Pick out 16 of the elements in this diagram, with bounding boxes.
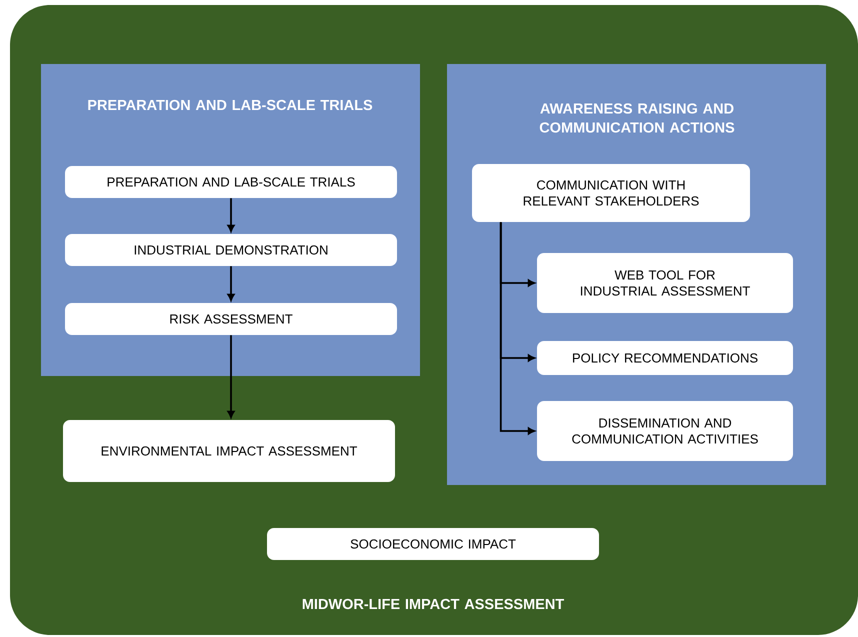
panel-heading: MIDWOR-LIFE IMPACT ASSESSMENT	[302, 598, 564, 610]
process-box: POLICY RECOMMENDATIONS	[537, 341, 793, 375]
process-box: PREPARATION AND LAB-SCALE TRIALS	[65, 166, 397, 198]
process-box: ENVIRONMENTAL IMPACT ASSESSMENT	[63, 420, 395, 482]
arrow	[227, 335, 235, 418]
arrow	[227, 266, 235, 301]
panel-heading: PREPARATION AND LAB-SCALE TRIALS	[88, 100, 372, 110]
process-box: SOCIOECONOMIC IMPACT	[267, 528, 599, 560]
arrow	[227, 198, 235, 232]
arrow	[500, 222, 535, 435]
process-box: DISSEMINATION AND COMMUNICATION ACTIVITIES	[537, 401, 793, 461]
process-box: COMMUNICATION WITH RELEVANT STAKEHOLDERS	[472, 164, 750, 222]
panel-heading: AWARENESS RAISING AND COMMUNICATION ACTIONS	[540, 103, 734, 133]
process-box: INDUSTRIAL DEMONSTRATION	[65, 234, 397, 266]
process-box: WEB TOOL FOR INDUSTRIAL ASSESSMENT	[537, 253, 793, 313]
process-box: RISK ASSESSMENT	[65, 303, 397, 335]
